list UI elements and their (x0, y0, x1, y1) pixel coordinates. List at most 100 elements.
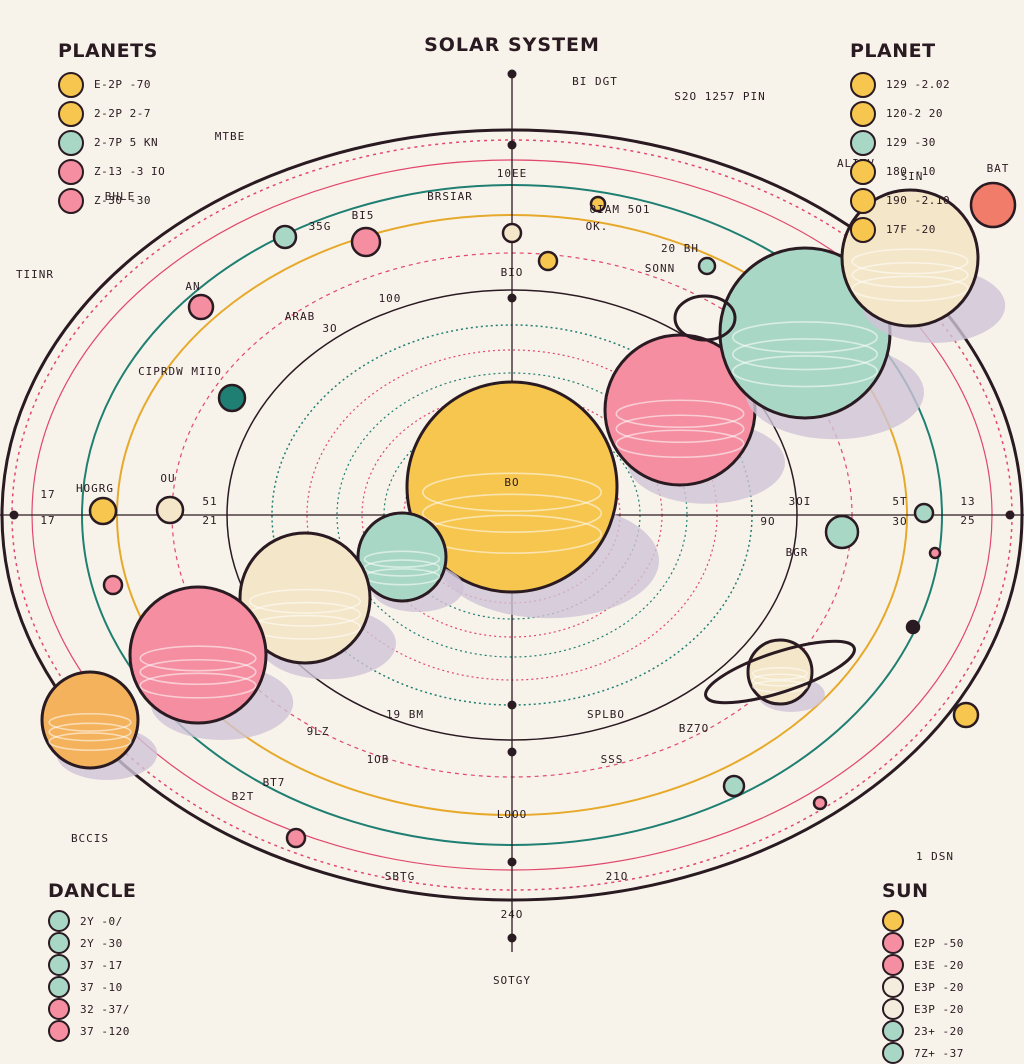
diagram-label: BZ7O (679, 722, 710, 735)
legend-swatch-icon (48, 1020, 70, 1042)
diagram-label: 21O (606, 870, 629, 883)
small-planet (285, 827, 307, 849)
axis-dot (507, 140, 517, 150)
legend-value: E3E -20 (914, 958, 964, 972)
diagram-label: LOOO (497, 808, 528, 821)
pink-planet-band (615, 414, 745, 444)
legend-planets-heading: PLANETS (58, 40, 158, 62)
diagram-label: 19 BM (386, 708, 424, 721)
diagram-label: 25 (960, 514, 975, 527)
sun-planet-band (421, 472, 603, 512)
diagram-label: 51 (202, 495, 217, 508)
diagram-label: SOTGY (493, 974, 531, 987)
legend-item: E3P -20 (882, 976, 964, 998)
orange-planet-band (48, 732, 132, 752)
legend-value: Z-13 -3 IO (94, 165, 166, 178)
legend-item: 129 -2.02 (850, 70, 950, 99)
diagram-label: OU (160, 472, 175, 485)
diagram-label: BI5 (352, 209, 375, 222)
legend-dancle: DANCLE 2Y -0/2Y -30 37 -17 37 -10 32 -37/37… (48, 880, 136, 1042)
axis-dot (507, 933, 517, 943)
legend-item: 120-2 20 (850, 99, 950, 128)
small-planet (905, 619, 921, 635)
diagram-label: 20 BH (661, 242, 699, 255)
small-mint-planet-band (363, 550, 441, 568)
legend-value: 2Y -0/ (80, 914, 123, 928)
legend-value: 23+ -20 (914, 1024, 964, 1038)
legend-value: 32 -37/ (80, 1002, 130, 1016)
legend-swatch-icon (882, 932, 904, 954)
diagram-label: SONN (645, 262, 676, 275)
small-mint-planet (356, 511, 448, 603)
diagram-label: BIO (501, 266, 524, 279)
legend-swatch-icon (850, 100, 876, 127)
planet-ring-icon (673, 294, 737, 342)
diagram-label: BT7 (263, 776, 286, 789)
diagram-label: ARAB (285, 310, 316, 323)
small-planet (928, 546, 942, 560)
diagram-label: 100 (379, 292, 402, 305)
diagram-label: TIINR (16, 268, 54, 281)
legend-value: 129 -30 (886, 136, 936, 149)
striped-planet-left-band (139, 672, 257, 699)
legend-swatch-icon (850, 158, 876, 185)
axis-dot (1005, 510, 1015, 520)
legend-item: 37 -17 (48, 954, 136, 976)
diagram-label: BO (504, 476, 519, 489)
striped-planet-left-band (139, 645, 257, 672)
legend-item: 37 -10 (48, 976, 136, 998)
pink-planet-band (615, 429, 745, 459)
legend-item: 129 -30 (850, 128, 950, 157)
cream-planet-left (238, 531, 372, 665)
legend-swatch-icon (882, 976, 904, 998)
legend-swatch-icon (58, 71, 84, 98)
orange-planet-band (48, 712, 132, 732)
legend-sun-heading: SUN (882, 880, 929, 902)
legend-swatch-icon (48, 976, 70, 998)
legend-item: 17F -20 (850, 215, 950, 244)
diagram-label: 1OB (367, 753, 390, 766)
legend-value: 37 -17 (80, 958, 123, 972)
diagram-label: BGR (786, 546, 809, 559)
axis-dot (507, 747, 517, 757)
diagram-label: BI DGT (572, 75, 618, 88)
small-planet (969, 181, 1017, 229)
diagram-label: 13 (960, 495, 975, 508)
legend-value: E-2P -70 (94, 78, 151, 91)
legend-item: E2P -50 (882, 932, 964, 954)
small-planet (697, 256, 717, 276)
orange-planet-band (48, 722, 132, 742)
diagram-label: 3OI (789, 495, 812, 508)
small-planet (501, 222, 523, 244)
diagram-label: CIPRDW MIIO (138, 365, 222, 378)
small-planet (217, 383, 247, 413)
diagram-label: AN (185, 280, 200, 293)
small-planet (812, 795, 828, 811)
legend-dancle-heading: DANCLE (48, 880, 137, 902)
legend-item: E-2P -70 (58, 70, 165, 99)
legend-value: 17F -20 (886, 223, 936, 236)
diagram-label: OK. (586, 220, 609, 233)
legend-swatch-icon (882, 1042, 904, 1064)
legend-value: 37 -120 (80, 1024, 130, 1038)
legend-value: 120-2 20 (886, 107, 943, 120)
small-planet (952, 701, 980, 729)
striped-planet-left-band (139, 658, 257, 686)
striped-planet-left (128, 585, 268, 725)
small-planet (88, 496, 118, 526)
axis-dot (507, 69, 517, 79)
legend-item: 7Z+ -37 (882, 1042, 964, 1064)
cream-planet-band (851, 275, 969, 302)
diagram-label: HOGRG (76, 482, 114, 495)
diagram-label: 9LZ (307, 725, 330, 738)
legend-value: 2Y -30 (80, 936, 123, 950)
legend-item: 32 -37/ (48, 998, 136, 1020)
legend-swatch-icon (850, 187, 876, 214)
legend-swatch-icon (882, 998, 904, 1020)
